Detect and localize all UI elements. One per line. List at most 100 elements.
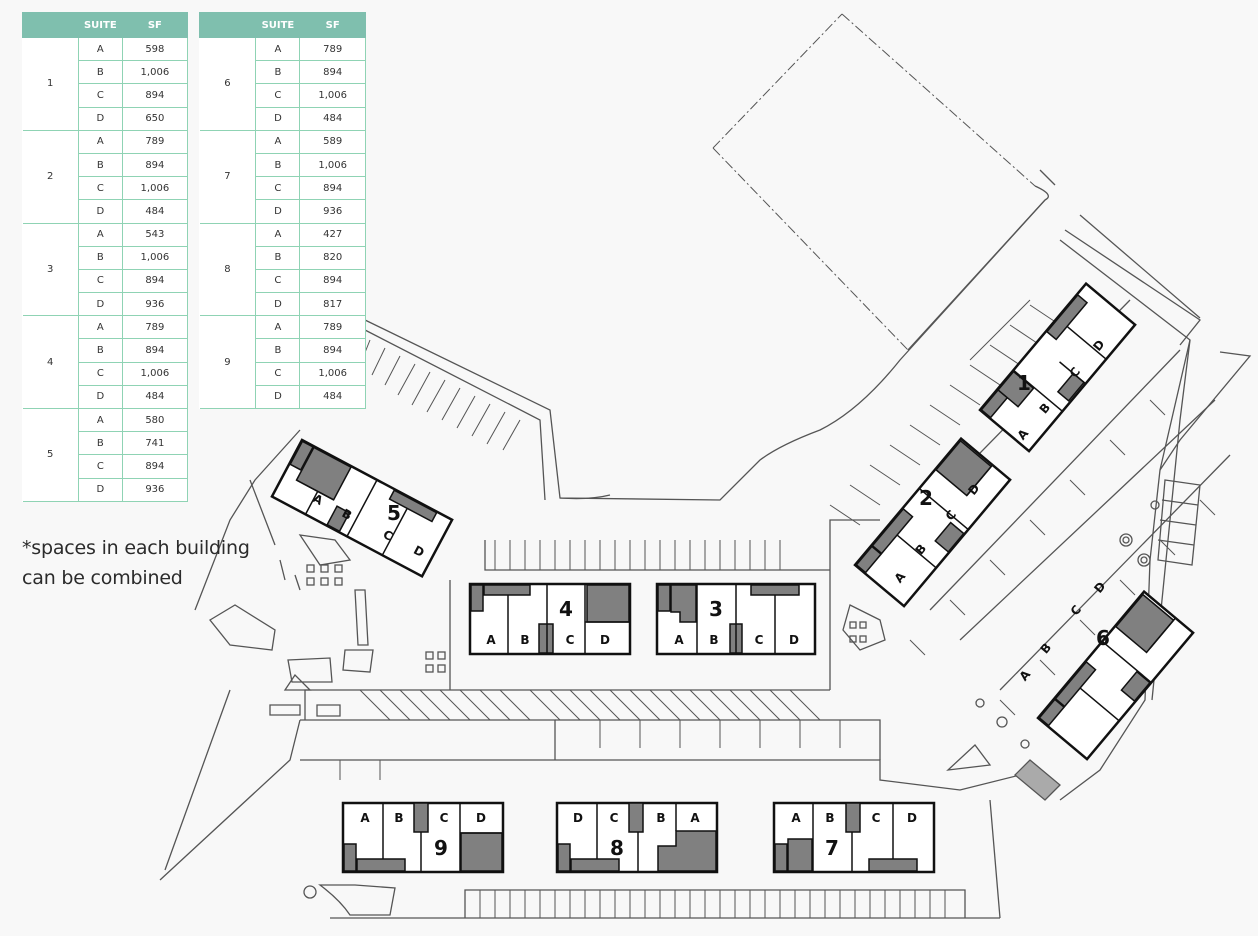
building-6 <box>1036 589 1195 761</box>
suite-cell: B <box>77 60 123 85</box>
sf-cell: 580 <box>121 407 189 433</box>
suite-cell: C <box>255 361 301 386</box>
building-cell: 7 <box>199 129 257 224</box>
note-line-1: *spaces in each building <box>22 537 250 559</box>
sf-cell: 817 <box>299 292 366 317</box>
svg-text:A: A <box>360 811 370 825</box>
suite-cell: B <box>77 245 123 270</box>
building-5 <box>270 438 454 579</box>
sf-cell: 1,006 <box>121 176 189 201</box>
header-suite: SUITE <box>77 12 123 38</box>
svg-text:B: B <box>656 811 665 825</box>
sf-cell: 789 <box>121 129 189 154</box>
suite-cell: A <box>77 36 123 62</box>
sf-cell: 589 <box>299 129 366 154</box>
note-line-2: can be combined <box>22 567 183 589</box>
suite-cell: C <box>255 176 301 201</box>
suite-cell: D <box>77 199 123 224</box>
sf-cell: 789 <box>121 315 189 340</box>
sf-cell: 894 <box>299 338 366 363</box>
sf-cell: 427 <box>299 222 366 247</box>
building-cell: 4 <box>22 315 79 409</box>
suite-cell: A <box>255 315 301 340</box>
svg-text:C: C <box>755 633 764 647</box>
building-cell: 9 <box>199 315 257 409</box>
svg-text:D: D <box>789 633 799 647</box>
svg-text:A: A <box>1017 667 1034 684</box>
sf-cell: 894 <box>121 454 189 479</box>
combine-note: *spaces in each building can be combined <box>22 533 250 593</box>
sf-cell: 894 <box>121 152 189 178</box>
building-4 <box>468 582 632 656</box>
svg-text:A: A <box>674 633 684 647</box>
svg-text:C: C <box>440 811 449 825</box>
building-cell: 2 <box>22 129 79 224</box>
sf-cell: 741 <box>121 431 189 456</box>
suite-cell: A <box>77 129 123 154</box>
suite-cell: D <box>77 477 123 502</box>
svg-text:C: C <box>1068 602 1085 618</box>
suite-cell: A <box>77 407 123 433</box>
sf-cell: 1,006 <box>299 361 366 386</box>
sf-cell: 484 <box>299 106 366 131</box>
sf-cell: 484 <box>121 199 189 224</box>
svg-text:D: D <box>573 811 583 825</box>
sf-cell: 789 <box>299 315 366 340</box>
svg-text:C: C <box>610 811 619 825</box>
svg-text:D: D <box>476 811 486 825</box>
building-number-1: 1 <box>1017 371 1031 395</box>
sf-cell: 543 <box>121 222 189 247</box>
suite-cell: D <box>255 292 301 317</box>
sf-cell: 1,006 <box>121 361 189 386</box>
suite-cell: D <box>255 199 301 224</box>
building-number-6: 6 <box>1096 626 1110 650</box>
svg-text:B: B <box>709 633 718 647</box>
sf-cell: 1,006 <box>121 245 189 270</box>
sf-cell: 484 <box>299 384 366 410</box>
suite-cell: D <box>77 106 123 131</box>
header-building <box>22 12 79 38</box>
building-3 <box>655 582 817 656</box>
suite-cell: B <box>77 431 123 456</box>
header-suite: SUITE <box>255 12 301 38</box>
svg-text:B: B <box>394 811 403 825</box>
suite-cell: A <box>255 129 301 154</box>
suite-cell: C <box>77 361 123 386</box>
sf-cell: 1,006 <box>121 60 189 85</box>
svg-text:C: C <box>872 811 881 825</box>
building-cell: 3 <box>22 222 79 317</box>
suite-cell: D <box>77 384 123 410</box>
suite-cell: A <box>77 315 123 340</box>
sf-cell: 936 <box>121 292 189 317</box>
sf-cell: 936 <box>299 199 366 224</box>
sf-cell: 894 <box>299 60 366 85</box>
building-8 <box>555 801 719 874</box>
svg-text:A: A <box>791 811 801 825</box>
sf-cell: 936 <box>121 477 189 502</box>
svg-text:B: B <box>1038 640 1055 656</box>
building-number-8: 8 <box>610 836 624 860</box>
suite-cell: B <box>77 152 123 178</box>
svg-text:D: D <box>600 633 610 647</box>
building-9 <box>341 801 505 874</box>
svg-text:D: D <box>907 811 917 825</box>
